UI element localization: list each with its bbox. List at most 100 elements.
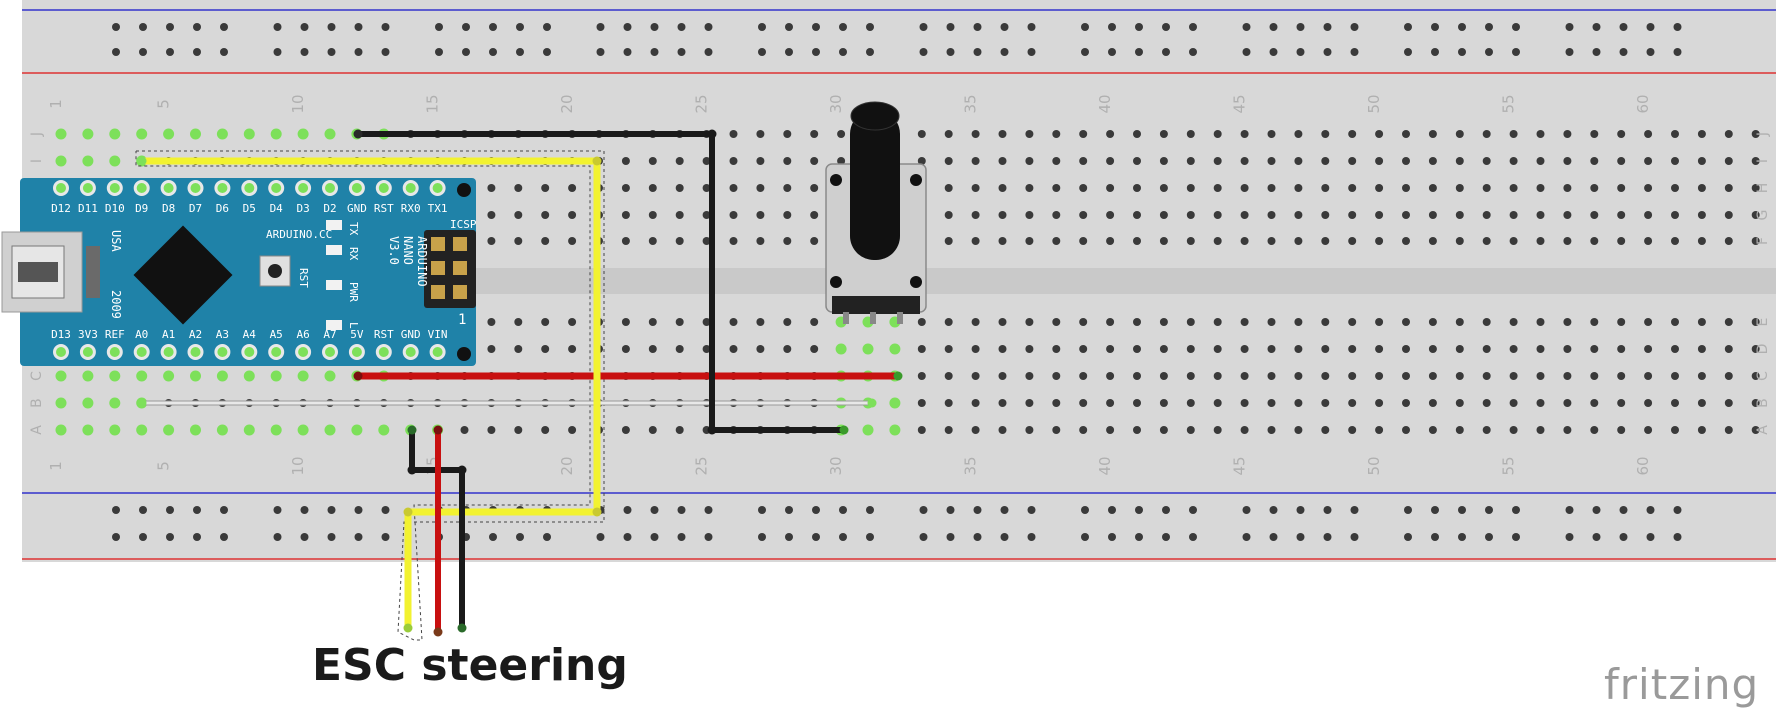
pin-label-bottom: 3V3 [78, 328, 98, 341]
column-number: 55 [1500, 456, 1518, 475]
pin-label-bottom: A7 [323, 328, 336, 341]
breadboard-hole [1025, 345, 1034, 353]
rail-hole [1108, 533, 1116, 541]
breadboard-hole [324, 424, 336, 436]
header-pin-center [217, 347, 228, 357]
breadboard-hole [1455, 184, 1464, 192]
breadboard-hole [1348, 211, 1357, 219]
rail-hole [1296, 48, 1305, 56]
breadboard-hole [1348, 237, 1357, 245]
rail-hole [1135, 506, 1143, 514]
breadboard-hole [729, 211, 738, 219]
rail-hole [1565, 506, 1574, 514]
breadboard-hole [648, 426, 657, 434]
breadboard-hole [1213, 426, 1222, 434]
rail-hole [785, 506, 793, 514]
rail-hole [327, 533, 336, 541]
breadboard-hole [1079, 399, 1088, 407]
pin-label-top: D10 [105, 202, 125, 215]
breadboard-hole [1321, 318, 1330, 326]
rail-hole [1162, 48, 1170, 56]
breadboard-hole [1509, 157, 1518, 165]
breadboard-hole [1133, 372, 1141, 380]
breadboard-hole [944, 237, 953, 245]
breadboard-hole [1213, 184, 1222, 192]
breadboard-hole [1186, 318, 1195, 326]
breadboard-hole [1321, 184, 1330, 192]
breadboard-hole [1455, 399, 1464, 407]
rail-hole [354, 23, 363, 31]
rail-hole [1269, 23, 1278, 31]
pin-label-top: D3 [296, 202, 309, 215]
header-pin-center [136, 347, 147, 357]
rail-hole [139, 48, 147, 56]
rail-hole [273, 23, 282, 31]
breadboard-hole [1052, 237, 1061, 245]
column-number: 10 [289, 456, 307, 475]
breadboard-hole [1294, 426, 1303, 434]
rail-hole [193, 48, 201, 56]
pin-label-bottom: RST [374, 328, 394, 341]
breadboard-hole [216, 370, 228, 382]
rail-hole [839, 23, 847, 31]
rail-hole [812, 48, 820, 56]
rail-hole [354, 533, 363, 541]
breadboard-hole [1213, 372, 1222, 380]
breadboard-hole [621, 318, 630, 326]
header-pin-center [109, 183, 120, 193]
breadboard-hole [702, 184, 711, 192]
rail-hole [166, 533, 174, 541]
breadboard-hole [648, 345, 657, 353]
breadboard-hole [1294, 399, 1303, 407]
pin-label-top: TX1 [428, 202, 448, 215]
header-pin-center [271, 183, 282, 193]
rail-hole [1646, 48, 1655, 56]
breadboard-hole [514, 211, 523, 219]
breadboard-hole [862, 343, 874, 355]
breadboard-hole [1428, 399, 1437, 407]
column-number: 5 [155, 461, 173, 471]
breadboard-hole [1590, 237, 1599, 245]
rail-hole [1592, 506, 1601, 514]
breadboard-hole [1455, 372, 1464, 380]
breadboard-hole [917, 345, 926, 353]
breadboard-hole [487, 426, 496, 434]
breadboard-hole [1159, 345, 1168, 353]
rail-hole [1673, 23, 1682, 31]
breadboard-hole [971, 130, 980, 138]
breadboard-hole [1751, 318, 1760, 326]
breadboard-hole [1590, 130, 1599, 138]
breadboard-hole [1294, 130, 1303, 138]
breadboard-hole [1509, 184, 1518, 192]
header-pin-center [378, 347, 389, 357]
breadboard-hole [1025, 211, 1034, 219]
breadboard-hole [568, 426, 577, 434]
rail-hole [919, 533, 928, 541]
breadboard-hole [82, 397, 94, 409]
breadboard-hole [917, 372, 926, 380]
rail-hole [220, 506, 228, 514]
arduino-nano: RSTTXRXPWRLICSP1ARDUINO.CCUSA2009ARDUINO… [1, 178, 477, 366]
breadboard-hole [1025, 157, 1034, 165]
breadboard-hole [55, 370, 67, 382]
wire-end [353, 371, 363, 381]
column-number: 40 [1096, 456, 1114, 475]
breadboard-hole [1186, 426, 1195, 434]
rail-hole [596, 533, 605, 541]
breadboard-hole [1348, 372, 1357, 380]
breadboard-hole [1402, 130, 1410, 138]
breadboard-hole [1509, 399, 1518, 407]
breadboard-hole [243, 424, 255, 436]
breadboard-hole [136, 128, 148, 140]
rail-hole [919, 506, 928, 514]
breadboard-hole [1428, 372, 1437, 380]
wire-bend [407, 465, 417, 475]
rail-hole [1189, 48, 1197, 56]
breadboard-hole [675, 237, 684, 245]
rail-hole [1431, 48, 1439, 56]
breadboard-hole [783, 211, 792, 219]
pin-label-top: D7 [189, 202, 202, 215]
breadboard-hole [675, 426, 684, 434]
breadboard-hole [1375, 157, 1384, 165]
column-number: 25 [693, 456, 711, 475]
